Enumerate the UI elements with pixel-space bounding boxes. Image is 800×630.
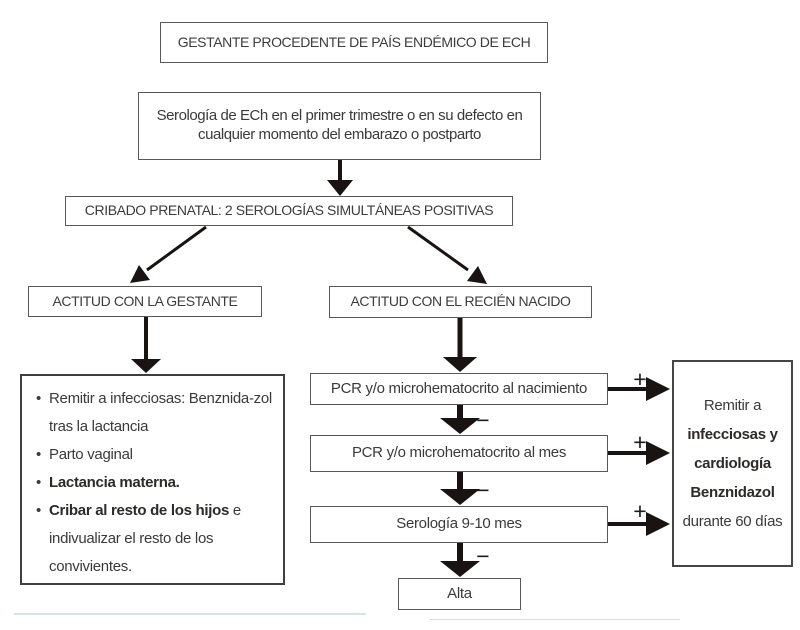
minus-sign-step1: − xyxy=(476,406,490,433)
action-item: •Parto vaginal xyxy=(36,446,133,463)
pcr-mes-box: PCR y/o microhematocrito al mes xyxy=(310,435,608,472)
plus-sign-step3: + xyxy=(633,497,647,524)
plus-sign-step2: + xyxy=(633,428,647,455)
alta-box: Alta xyxy=(398,578,521,610)
serologia-first-trimester-label: Serología de ECh en el primer trimestre … xyxy=(156,107,523,143)
plus-sign-step1: + xyxy=(633,365,647,392)
minus-sign-step2: − xyxy=(476,476,490,503)
cribado-prenatal-label: CRIBADO PRENATAL: 2 SEROLOGÍAS SIMULTÁNE… xyxy=(84,202,494,219)
pcr-nacimiento-label: PCR y/o microhematocrito al nacimiento xyxy=(330,379,588,397)
pcr-nacimiento-box: PCR y/o microhematocrito al nacimiento xyxy=(310,373,608,405)
scan-artifact-line xyxy=(430,619,680,620)
actitud-gestante-header-box: ACTITUD CON LA GESTANTE xyxy=(28,286,262,317)
gestante-endemic-country-box: GESTANTE PROCEDENTE DE PAÍS ENDÉMICO DE … xyxy=(160,22,548,63)
arrow-recien-nacido-to-step1 xyxy=(443,318,477,372)
serologia-first-trimester-box: Serología de ECh en el primer trimestre … xyxy=(138,92,541,160)
arrow-gestante-to-actions xyxy=(131,317,161,373)
actitud-recien-nacido-header-label: ACTITUD CON EL RECIÉN NACIDO xyxy=(350,293,571,310)
actitud-recien-nacido-header-box: ACTITUD CON EL RECIÉN NACIDO xyxy=(329,286,592,318)
referral-infecciosas-cardiologia-box: Remitir a infecciosas y cardiología Benz… xyxy=(672,360,793,567)
action-item: •Remitir a infecciosas: Benznida-zol tra… xyxy=(36,390,272,435)
gestante-endemic-country-label: GESTANTE PROCEDENTE DE PAÍS ENDÉMICO DE … xyxy=(177,33,531,50)
action-item: •Lactancia materna. xyxy=(36,474,180,491)
arrow-cribado-to-gestante xyxy=(130,225,207,283)
arrow-cribado-to-recien-nacido xyxy=(407,225,487,284)
serologia-9-10-mes-box: Serología 9-10 mes xyxy=(310,506,608,543)
mother-actions-list: •Remitir a infecciosas: Benznida-zol tra… xyxy=(36,385,277,581)
scan-artifact-line xyxy=(14,613,366,615)
action-item: •Cribar al resto de los hijos e indivual… xyxy=(36,502,241,575)
actitud-gestante-header-label: ACTITUD CON LA GESTANTE xyxy=(52,292,238,309)
arrow-serologia-to-cribado xyxy=(327,160,353,196)
referral-text: Remitir a infecciosas y cardiología Benz… xyxy=(682,397,783,530)
gestante-actions-box: •Remitir a infecciosas: Benznida-zol tra… xyxy=(20,374,285,585)
minus-sign-step3: − xyxy=(476,542,490,569)
pcr-mes-label: PCR y/o microhematocrito al mes xyxy=(351,444,567,462)
cribado-prenatal-box: CRIBADO PRENATAL: 2 SEROLOGÍAS SIMULTÁNE… xyxy=(65,196,513,226)
serologia-9-10-mes-label: Serología 9-10 mes xyxy=(396,515,522,533)
alta-label: Alta xyxy=(447,584,472,602)
